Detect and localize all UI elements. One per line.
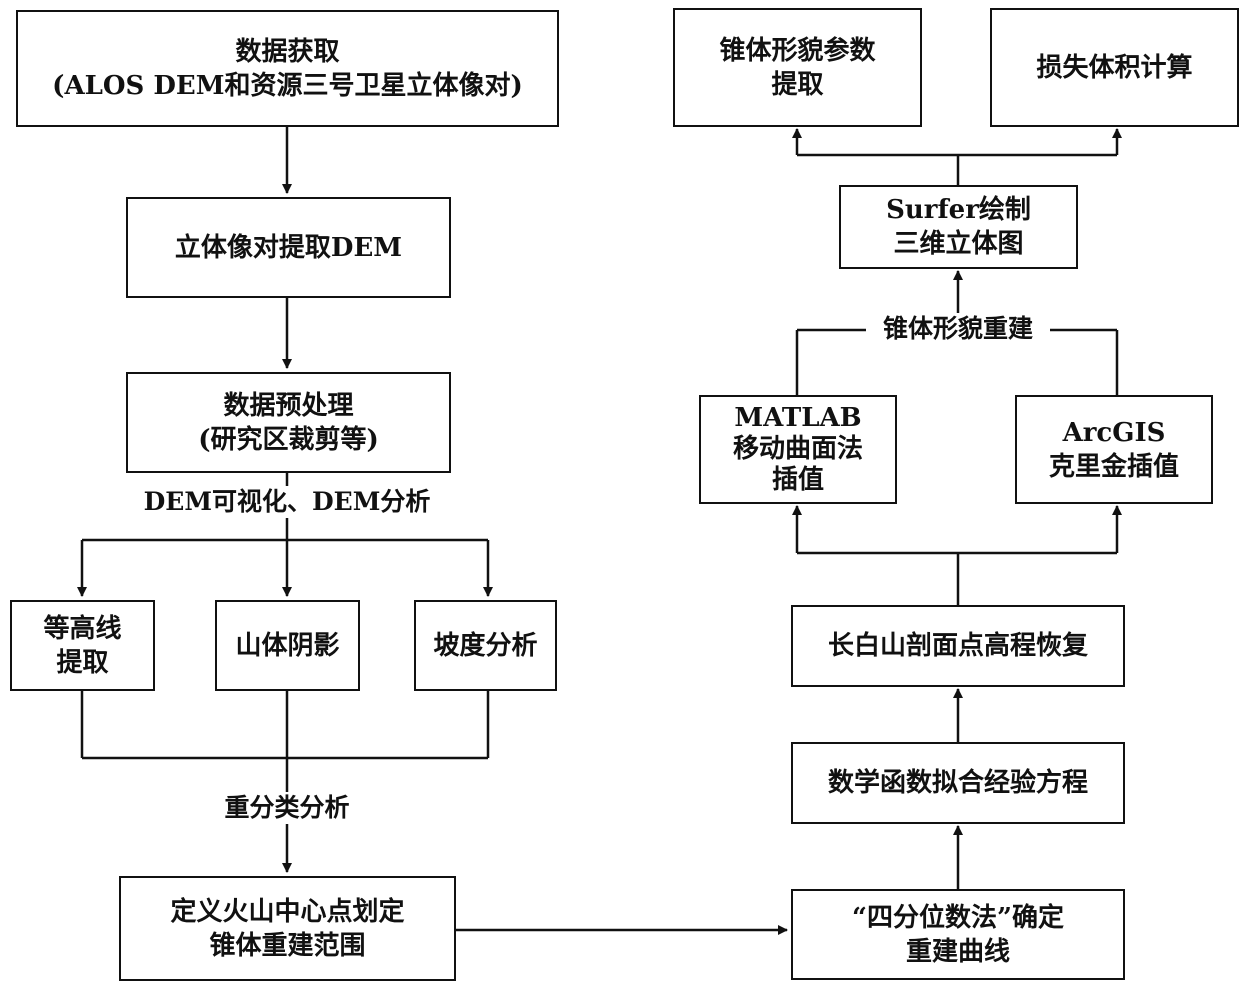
- node-stereo-dem: 立体像对提取DEM: [126, 197, 451, 298]
- node-data-acquisition-subtitle: (ALOS DEM和资源三号卫星立体像对): [52, 70, 523, 101]
- node-hillshade-title: 山体阴影: [235, 630, 340, 661]
- node-preprocessing-title: 数据预处理: [223, 390, 354, 421]
- node-define-center-line1: 定义火山中心点划定: [170, 896, 405, 927]
- node-surfer-line2: 三维立体图: [893, 229, 1024, 259]
- node-slope-title: 坡度分析: [433, 630, 538, 661]
- node-arcgis-line1: ArcGIS: [1062, 417, 1166, 448]
- label-cone-rebuild: 锥体形貌重建: [866, 313, 1050, 345]
- node-quartile: “四分位数法”确定 重建曲线: [791, 889, 1125, 980]
- node-define-center-line2: 锥体重建范围: [209, 930, 366, 961]
- node-cone-params: 锥体形貌参数 提取: [673, 8, 922, 127]
- node-preprocessing: 数据预处理 (研究区裁剪等): [126, 372, 451, 473]
- node-math-fit: 数学函数拟合经验方程: [791, 742, 1125, 824]
- node-arcgis: ArcGIS 克里金插值: [1015, 395, 1213, 504]
- node-data-acquisition: 数据获取 (ALOS DEM和资源三号卫星立体像对): [16, 10, 559, 127]
- node-matlab: MATLAB 移动曲面法 插值: [699, 395, 897, 504]
- label-dem-analysis: DEM可视化、DEM分析: [140, 486, 434, 518]
- label-reclassify: 重分类分析: [214, 792, 360, 824]
- node-math-fit-title: 数学函数拟合经验方程: [827, 768, 1088, 798]
- node-restore-elevation-title: 长白山剖面点高程恢复: [827, 631, 1088, 661]
- node-arcgis-line2: 克里金插值: [1048, 451, 1179, 482]
- node-matlab-line3: 插值: [771, 465, 824, 495]
- node-volume-loss: 损失体积计算: [990, 8, 1239, 127]
- node-hillshade: 山体阴影: [215, 600, 360, 691]
- node-cone-params-line2: 提取: [771, 69, 824, 100]
- node-data-acquisition-title: 数据获取: [235, 36, 340, 67]
- node-quartile-line1: “四分位数法”确定: [852, 902, 1064, 933]
- node-matlab-line1: MATLAB: [734, 403, 862, 433]
- node-surfer-line1: Surfer绘制: [886, 195, 1031, 225]
- node-volume-loss-title: 损失体积计算: [1036, 52, 1193, 83]
- node-matlab-line2: 移动曲面法: [732, 434, 863, 464]
- node-define-center: 定义火山中心点划定 锥体重建范围: [119, 876, 456, 981]
- node-restore-elevation: 长白山剖面点高程恢复: [791, 605, 1125, 687]
- node-quartile-line2: 重建曲线: [905, 936, 1010, 967]
- node-stereo-dem-title: 立体像对提取DEM: [174, 232, 403, 263]
- node-slope: 坡度分析: [414, 600, 557, 691]
- node-preprocessing-subtitle: (研究区裁剪等): [198, 424, 379, 455]
- node-contour: 等高线 提取: [10, 600, 155, 691]
- node-contour-line1: 等高线: [43, 613, 122, 644]
- node-cone-params-line1: 锥体形貌参数: [719, 35, 876, 66]
- node-contour-line2: 提取: [56, 647, 109, 678]
- node-surfer: Surfer绘制 三维立体图: [839, 185, 1078, 269]
